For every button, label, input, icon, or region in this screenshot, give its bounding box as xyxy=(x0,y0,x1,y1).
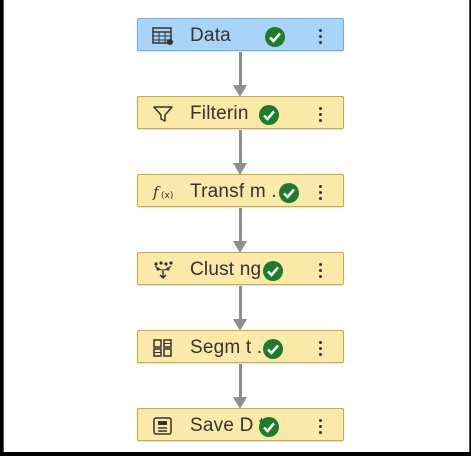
more-options-icon[interactable] xyxy=(317,26,325,46)
node-label: Transf m . xyxy=(190,181,277,202)
node-segment[interactable]: Segm t . xyxy=(137,330,344,363)
more-options-icon[interactable] xyxy=(317,260,325,280)
node-label: Segm t . xyxy=(190,337,263,358)
more-options-icon[interactable] xyxy=(317,182,325,202)
connector-arrow xyxy=(233,130,247,175)
svg-text:(x): (x) xyxy=(161,191,173,201)
node-save-data[interactable]: Save D ta xyxy=(137,408,344,441)
node-label: Save D ta xyxy=(190,415,276,436)
flow-canvas: Data Filterin f (x) Transf m . xyxy=(3,0,470,452)
svg-text:f: f xyxy=(152,183,161,201)
success-check-icon xyxy=(263,339,283,359)
connector-arrow xyxy=(233,286,247,331)
clustering-icon xyxy=(154,261,173,280)
connector-arrow xyxy=(233,52,247,97)
connector-arrow xyxy=(233,364,247,409)
success-check-icon xyxy=(259,417,279,437)
more-options-icon[interactable] xyxy=(317,338,325,358)
node-data[interactable]: Data xyxy=(137,18,344,51)
filter-funnel-icon xyxy=(153,106,173,122)
success-check-icon xyxy=(263,261,283,281)
node-label: Filterin xyxy=(190,103,249,124)
success-check-icon xyxy=(279,183,299,203)
more-options-icon[interactable] xyxy=(317,104,325,124)
success-check-icon xyxy=(259,105,279,125)
node-label: Data xyxy=(190,25,231,46)
node-clustering[interactable]: Clust ng xyxy=(137,252,344,285)
data-table-icon xyxy=(152,27,173,45)
function-icon: f (x) xyxy=(152,183,173,201)
connector-arrow xyxy=(233,208,247,253)
segment-grid-icon xyxy=(153,339,172,357)
success-check-icon xyxy=(265,27,285,47)
more-options-icon[interactable] xyxy=(317,416,325,436)
node-transform[interactable]: f (x) Transf m . xyxy=(137,174,344,207)
node-label: Clust ng xyxy=(190,259,262,280)
node-filtering[interactable]: Filterin xyxy=(137,96,344,129)
save-data-icon xyxy=(153,417,172,435)
